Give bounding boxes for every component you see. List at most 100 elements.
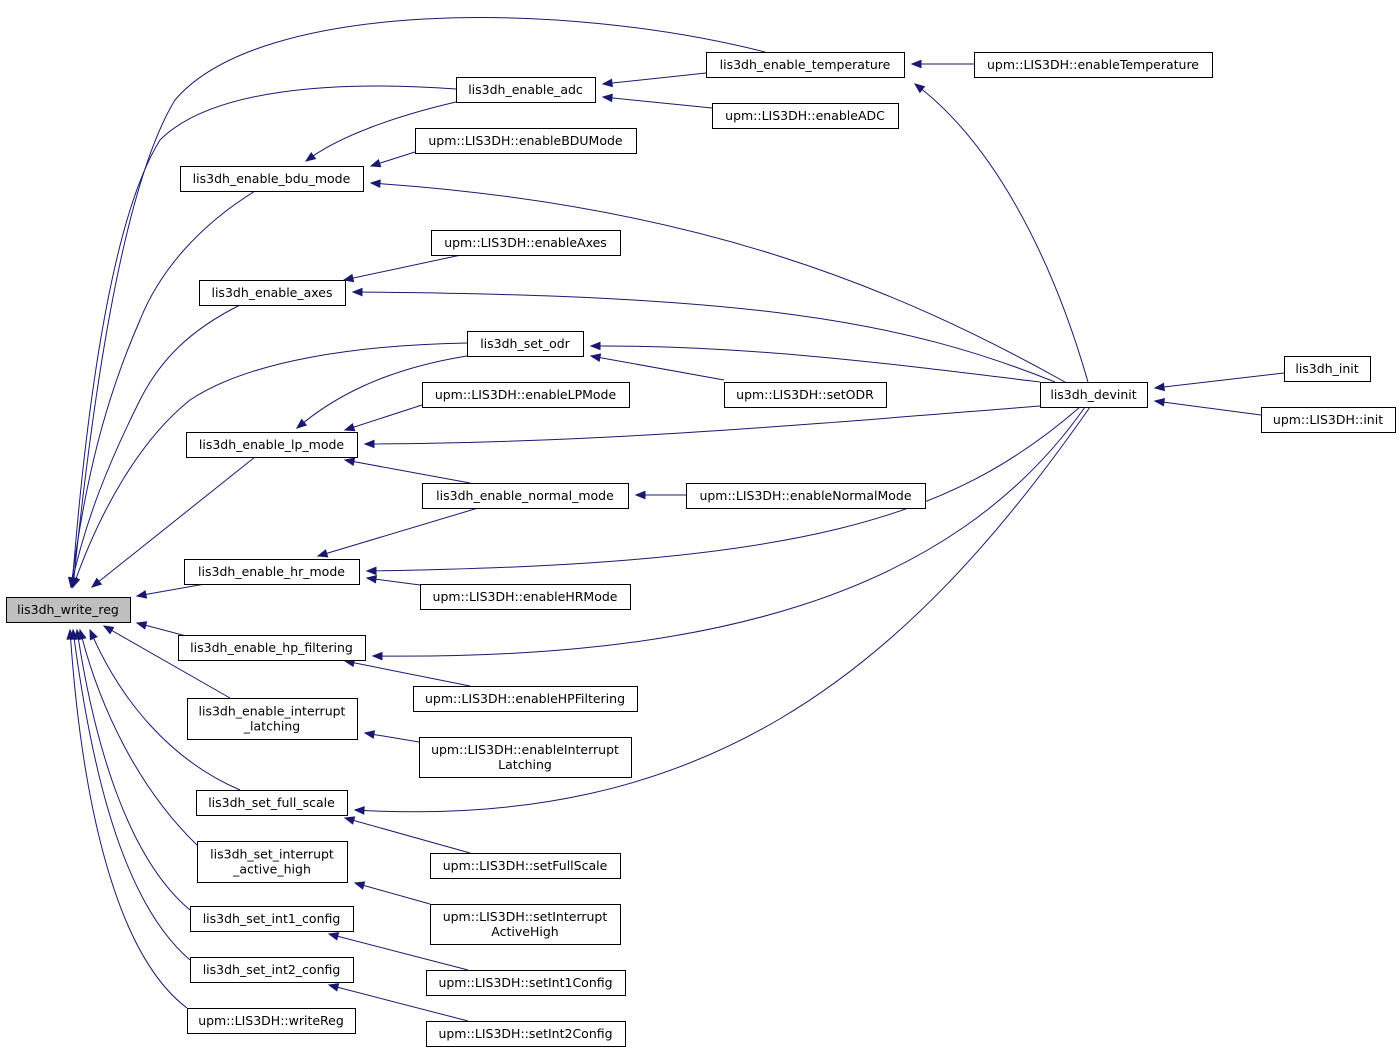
edge-en_adc-to-en_bdu xyxy=(304,101,457,162)
node-box xyxy=(187,1008,356,1034)
edge-upm_set_int_ah-to-set_int_ah xyxy=(353,881,431,905)
edge-line xyxy=(328,984,469,1022)
edge-arrowhead xyxy=(369,179,381,188)
node-upm-en-adc[interactable]: upm::LIS3DH::enableADC xyxy=(712,103,899,129)
node-upm-en-normal[interactable]: upm::LIS3DH::enableNormalMode xyxy=(686,483,926,509)
edge-en_int_latch-to-write_reg xyxy=(102,625,231,699)
node-en-temp[interactable]: lis3dh_enable_temperature xyxy=(706,52,905,78)
node-label: upm::LIS3DH::setODR xyxy=(736,387,874,402)
node-en-bdu[interactable]: lis3dh_enable_bdu_mode xyxy=(180,166,364,192)
edge-en_hr-to-write_reg xyxy=(135,583,206,599)
edge-arrowhead xyxy=(634,490,646,500)
node-upm-set-int1[interactable]: upm::LIS3DH::setInt1Config xyxy=(426,970,626,996)
edge-upm_set_odr-to-set_odr xyxy=(589,353,725,381)
edge-en_adc-to-write_reg xyxy=(68,85,457,589)
node-label: upm::LIS3DH::setFullScale xyxy=(443,858,608,873)
node-label: upm::LIS3DH::enableADC xyxy=(725,108,885,123)
edge-arrowhead xyxy=(135,590,148,599)
nodes-layer: lis3dh_write_reg lis3dh_enable_temperatur… xyxy=(6,52,1396,1047)
edge-arrowhead xyxy=(601,78,613,88)
edge-arrowhead xyxy=(90,577,103,588)
node-box xyxy=(724,382,887,408)
edge-line xyxy=(103,625,231,699)
edge-arrowhead xyxy=(353,806,365,815)
edge-upm_write_reg-to-write_reg xyxy=(66,628,188,1009)
edge-line xyxy=(70,304,241,588)
node-upm-set-odr[interactable]: upm::LIS3DH::setODR xyxy=(724,382,887,408)
node-box xyxy=(431,230,621,256)
node-box xyxy=(415,128,637,154)
edge-arrowhead xyxy=(913,83,926,94)
edge-arrowhead xyxy=(365,566,377,576)
edge-upm_init-to-devinit xyxy=(1153,397,1262,416)
node-set-int1[interactable]: lis3dh_set_int1_config xyxy=(190,906,354,932)
node-box xyxy=(456,77,596,103)
node-devinit[interactable]: lis3dh_devinit xyxy=(1040,382,1148,408)
edge-line xyxy=(590,345,1041,383)
node-box xyxy=(199,280,346,306)
node-upm-en-hp[interactable]: upm::LIS3DH::enableHPFiltering xyxy=(413,686,638,712)
edge-arrowhead xyxy=(342,273,355,283)
edge-upm_en_lp-to-en_lp xyxy=(343,404,423,432)
node-upm-set-int2[interactable]: upm::LIS3DH::setInt2Config xyxy=(426,1021,626,1047)
node-label: upm::LIS3DH::setInt2Config xyxy=(438,1026,612,1041)
node-upm-en-lp[interactable]: upm::LIS3DH::enableLPMode xyxy=(422,382,630,408)
node-box xyxy=(974,52,1213,78)
node-label: lis3dh_set_odr xyxy=(480,336,570,351)
node-en-lp[interactable]: lis3dh_enable_lp_mode xyxy=(186,432,358,458)
node-en-adc[interactable]: lis3dh_enable_adc xyxy=(456,77,596,103)
edge-devinit-to-set_odr xyxy=(589,341,1041,383)
edge-arrowhead xyxy=(343,422,356,432)
node-en-int-latch[interactable]: lis3dh_enable_interrupt_latching xyxy=(187,698,358,740)
edge-devinit-to-set_fs xyxy=(353,406,1091,815)
edge-line xyxy=(344,404,423,431)
node-set-fs[interactable]: lis3dh_set_full_scale xyxy=(196,790,348,816)
edge-line xyxy=(1154,372,1285,389)
node-label: lis3dh_enable_normal_mode xyxy=(436,488,614,503)
node-set-odr[interactable]: lis3dh_set_odr xyxy=(467,331,584,357)
node-label: lis3dh_enable_temperature xyxy=(720,57,891,72)
node-label: lis3dh_enable_hr_mode xyxy=(198,564,345,579)
node-upm-init[interactable]: upm::LIS3DH::init xyxy=(1261,407,1396,433)
node-upm-en-hr[interactable]: upm::LIS3DH::enableHRMode xyxy=(420,584,631,610)
node-upm-en-temp[interactable]: upm::LIS3DH::enableTemperature xyxy=(974,52,1213,78)
edge-arrowhead xyxy=(353,881,366,890)
node-box xyxy=(422,382,630,408)
node-box xyxy=(197,841,348,883)
node-upm-set-fs[interactable]: upm::LIS3DH::setFullScale xyxy=(430,853,621,879)
node-box xyxy=(1040,382,1148,408)
edge-arrowhead xyxy=(66,628,75,640)
node-box xyxy=(712,103,899,129)
edge-line xyxy=(136,583,206,597)
edge-line xyxy=(91,456,256,588)
node-en-normal[interactable]: lis3dh_enable_normal_mode xyxy=(422,483,629,509)
edge-arrowhead xyxy=(910,59,922,69)
node-label: lis3dh_set_full_scale xyxy=(208,795,335,810)
node-upm-write-reg[interactable]: upm::LIS3DH::writeReg xyxy=(187,1008,356,1034)
node-en-axes[interactable]: lis3dh_enable_axes xyxy=(199,280,346,306)
node-upm-en-axes[interactable]: upm::LIS3DH::enableAxes xyxy=(431,230,621,256)
node-write-reg[interactable]: lis3dh_write_reg xyxy=(6,597,131,623)
edge-arrowhead xyxy=(369,158,382,168)
node-en-hr[interactable]: lis3dh_enable_hr_mode xyxy=(184,559,360,585)
node-init[interactable]: lis3dh_init xyxy=(1284,356,1371,382)
edge-devinit-to-en_hr xyxy=(365,406,1081,576)
edge-line xyxy=(1154,400,1262,416)
node-box xyxy=(467,331,584,357)
node-label: _latching xyxy=(243,719,300,734)
edge-arrowhead xyxy=(1153,382,1165,392)
node-set-int2[interactable]: lis3dh_set_int2_config xyxy=(190,957,354,983)
node-box xyxy=(430,904,621,945)
edge-line xyxy=(602,72,707,85)
edge-line xyxy=(72,342,468,588)
node-upm-en-bdu[interactable]: upm::LIS3DH::enableBDUMode xyxy=(415,128,637,154)
node-box xyxy=(1284,356,1371,382)
node-label: lis3dh_enable_hp_filtering xyxy=(190,640,353,655)
edge-arrowhead xyxy=(351,287,363,297)
node-box xyxy=(178,635,366,661)
node-en-hp[interactable]: lis3dh_enable_hp_filtering xyxy=(178,635,366,661)
node-box xyxy=(196,790,348,816)
node-set-int-ah[interactable]: lis3dh_set_interrupt_active_high xyxy=(197,841,348,883)
